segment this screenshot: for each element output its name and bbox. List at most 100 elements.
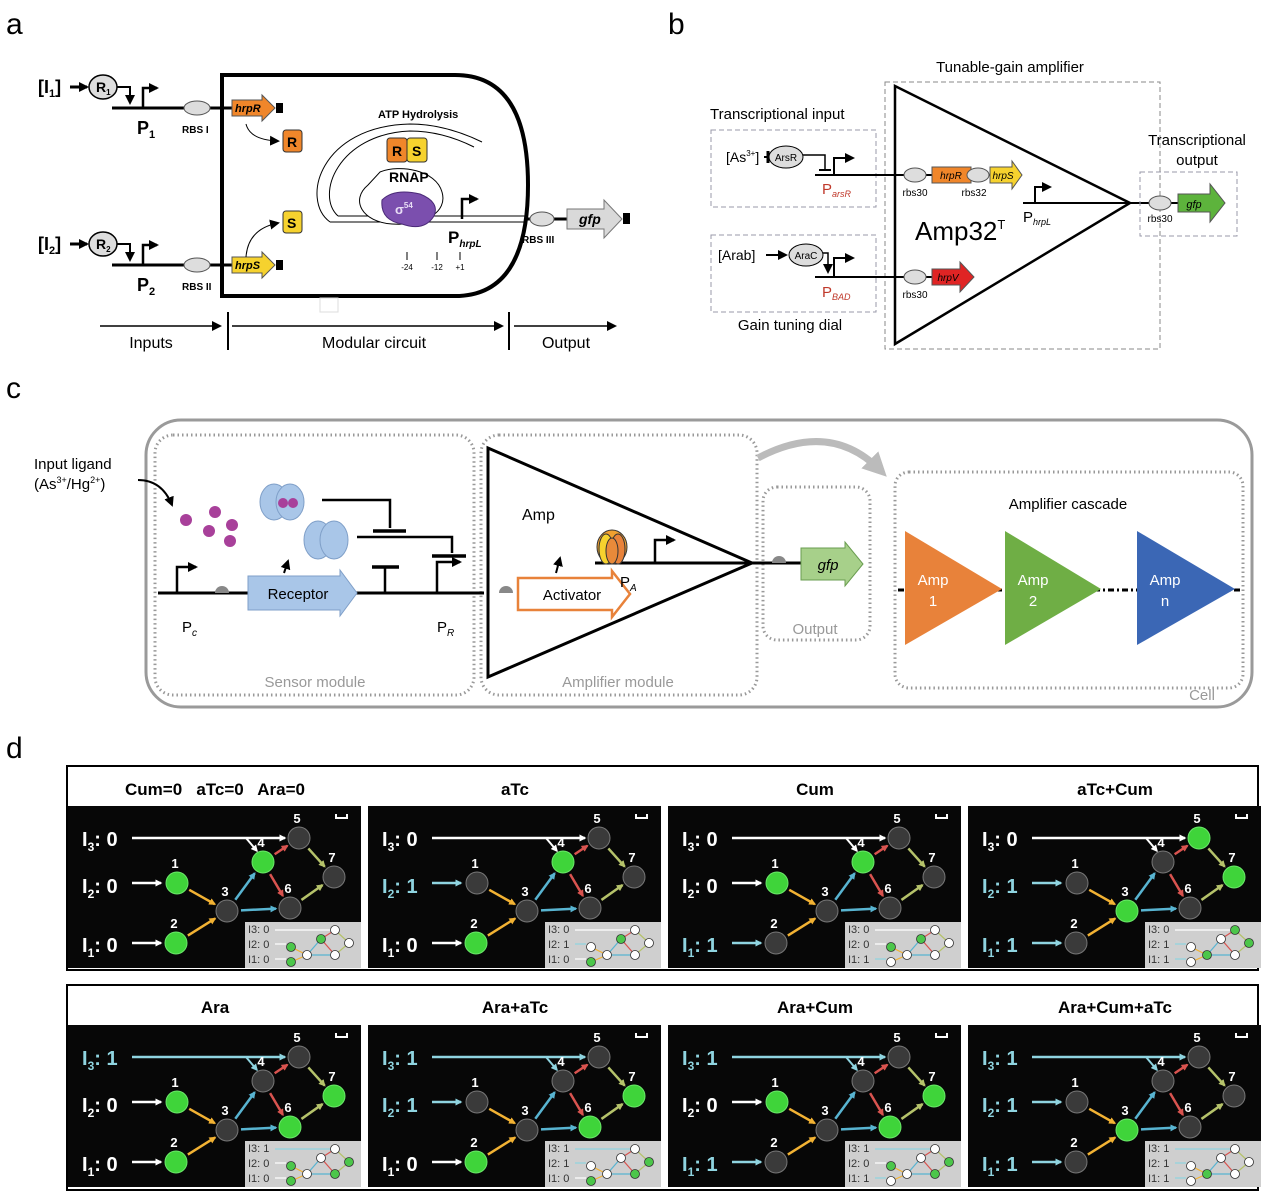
edge-4-5	[1173, 844, 1189, 856]
colony-number: 6	[584, 881, 591, 896]
inset-node-4	[916, 1153, 926, 1163]
edge-3-6	[840, 905, 878, 913]
inset-node-4	[616, 1153, 626, 1163]
colony-number: 2	[170, 916, 177, 931]
amp-label: Amp	[522, 507, 555, 524]
tick-label: +1	[455, 263, 465, 272]
colony-2	[1064, 1150, 1088, 1174]
edge-3-4	[834, 872, 856, 901]
cascade-box	[893, 470, 1245, 690]
inset-label-I3: I3: 0	[1148, 924, 1169, 936]
input-label-I3: I3: 0	[982, 829, 1018, 854]
edge-5-7	[307, 1066, 326, 1087]
colony-7	[622, 1084, 646, 1108]
arsenic-ligand: [As3+]	[726, 149, 759, 165]
colony-number: 3	[1121, 1103, 1128, 1118]
output-box	[1139, 171, 1238, 237]
scale-bar	[335, 1033, 348, 1038]
input-2-ligand: [I2]	[38, 234, 61, 257]
inset-node-5	[630, 1144, 640, 1154]
colony-1	[1065, 1090, 1089, 1114]
inset-label-I2: I2: 0	[848, 939, 869, 951]
colony-number: 2	[1070, 916, 1077, 931]
colony-4	[551, 850, 575, 874]
amp32-label: Amp32T	[915, 216, 1005, 246]
inset-node-2	[586, 957, 596, 967]
edge-1-3	[788, 1107, 817, 1125]
promoter-arrow-icon	[833, 253, 855, 277]
regulation-arrow	[117, 86, 135, 105]
input-label-I2: I2: 1	[382, 1095, 418, 1120]
input-1-cassette: [I1] R1 RBS I P1 hrpR R	[38, 74, 303, 153]
inset-node-5	[330, 1144, 340, 1154]
amp-n-triangle	[1137, 531, 1235, 645]
translation-arrow	[245, 123, 280, 146]
colony-number: 2	[470, 1135, 477, 1150]
colony-number: 7	[928, 850, 935, 865]
colony-number: 5	[1193, 811, 1200, 826]
colony-6	[578, 1115, 602, 1139]
edge-1-3	[188, 888, 217, 906]
colony-number: 7	[1228, 1069, 1235, 1084]
promoter-arrow-icon	[141, 83, 159, 108]
inset-label-I1: I1: 0	[248, 954, 269, 966]
logic-panel: Cum=0 aTc=0 Ara=0I3: 0I2: 0I1: 01234567I…	[68, 780, 361, 968]
colony-6	[278, 896, 302, 920]
inset-node-1	[286, 1161, 296, 1171]
edge-3-6	[240, 1124, 278, 1132]
colony-4	[551, 1069, 575, 1093]
atp-hydrolysis-label: ATP Hydrolysis	[378, 109, 458, 121]
scale-bar	[935, 814, 948, 819]
colony-5	[887, 1045, 911, 1069]
colony-number: 6	[1184, 881, 1191, 896]
colony-number: 3	[821, 1103, 828, 1118]
hrpV-label: hrpV	[937, 273, 959, 284]
edge-3-4	[234, 1091, 256, 1120]
colony-5	[287, 826, 311, 850]
promoter-arrow-icon	[1034, 182, 1052, 203]
inset-node-7	[1244, 1157, 1254, 1167]
input-branch-arrow	[545, 1056, 558, 1072]
colony-5	[1187, 1045, 1211, 1069]
colony-number: 1	[471, 1075, 478, 1090]
edge-3-4	[834, 1091, 856, 1120]
inset-node-7	[644, 938, 654, 948]
colony-1	[765, 1090, 789, 1114]
inset-label-I1: I1: 0	[248, 1173, 269, 1185]
colony-6	[878, 896, 902, 920]
hrpV-gene	[931, 260, 975, 294]
edge-1-3	[188, 1107, 217, 1125]
protein-S-label: S	[287, 215, 296, 231]
inset-node-2	[886, 1176, 896, 1186]
input-label-I1: I1: 1	[982, 1154, 1018, 1179]
panel-label-c: c	[6, 372, 21, 405]
rbs30	[1148, 195, 1172, 211]
input-label-I3: I3: 1	[682, 1048, 718, 1073]
input-label-I3: I3: 0	[82, 829, 118, 854]
edge-2-3	[187, 917, 217, 937]
colony-3	[1115, 1118, 1139, 1142]
colony-number: 4	[1157, 1054, 1165, 1069]
inset-node-7	[944, 938, 954, 948]
truth-inset: I3: 0I2: 1I1: 0	[545, 922, 661, 968]
colony-number: 7	[328, 1069, 335, 1084]
colony-number: 3	[821, 884, 828, 899]
sensor-module-label: Sensor module	[265, 674, 366, 691]
colony-1	[165, 1090, 189, 1114]
edge-4-6	[569, 1092, 584, 1117]
edge-1-3	[788, 888, 817, 906]
hrpR-label: hrpR	[940, 171, 962, 182]
input-label-I1: I1: 0	[382, 935, 418, 960]
inset-label-I1: I1: 1	[848, 1173, 869, 1185]
regulator-2-label: R2	[96, 236, 111, 254]
inset-node-5	[930, 925, 940, 935]
pc-label: Pc	[182, 619, 197, 639]
edge-3-6	[1140, 905, 1178, 913]
truth-inset: I3: 1I2: 0I1: 0	[245, 1141, 361, 1187]
tick-label: -12	[431, 263, 443, 272]
rbs-label: rbs30	[1147, 214, 1172, 225]
colony-4	[851, 1069, 875, 1093]
ligand-molecules	[180, 506, 238, 547]
colony-7	[322, 1084, 346, 1108]
